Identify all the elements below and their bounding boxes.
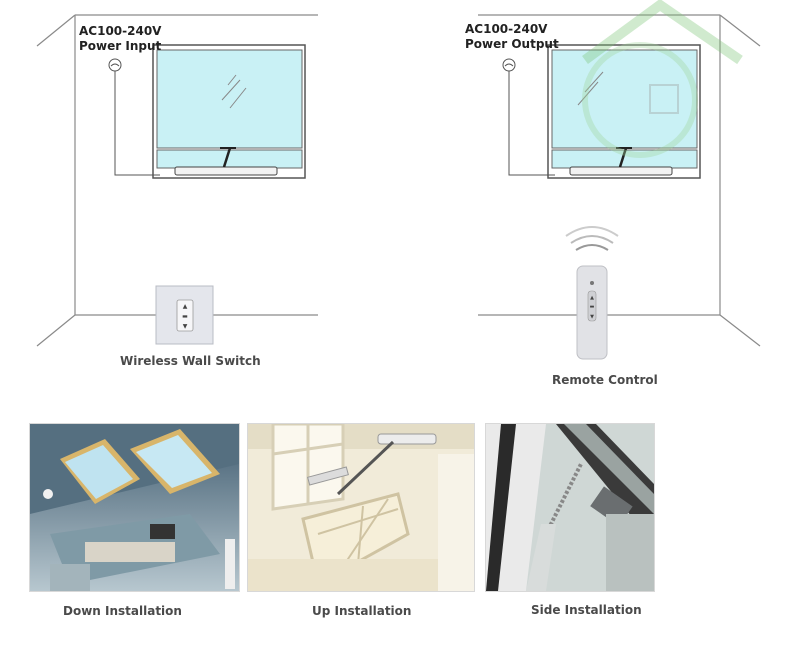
right-power-voltage: AC100-240V xyxy=(465,22,548,36)
right-room xyxy=(478,14,761,347)
left-power-type: Power Input xyxy=(79,39,162,53)
up-installation-label: Up Installation xyxy=(312,604,412,618)
right-window xyxy=(547,44,701,179)
right-power-socket xyxy=(502,58,555,176)
up-installation-photo xyxy=(247,423,475,592)
down-installation-label: Down Installation xyxy=(63,604,182,618)
room-diagrams: ▲ ▬ ▼ ▲ ▬ ▼ xyxy=(36,0,761,360)
svg-text:▬: ▬ xyxy=(182,313,188,320)
svg-text:▼: ▼ xyxy=(183,323,188,330)
right-power-type: Power Output xyxy=(465,37,559,51)
side-installation-photo xyxy=(485,423,655,592)
left-power-voltage: AC100-240V xyxy=(79,24,162,38)
left-power-socket xyxy=(108,58,160,176)
left-window xyxy=(152,44,306,179)
left-power-label: AC100-240V Power Input xyxy=(79,24,161,54)
watermark-logo xyxy=(582,0,743,158)
svg-text:▲: ▲ xyxy=(183,303,188,310)
side-installation-label: Side Installation xyxy=(531,603,642,617)
svg-text:▲: ▲ xyxy=(590,295,594,301)
right-power-label: AC100-240V Power Output xyxy=(465,22,559,52)
wall-switch: ▲ ▬ ▼ xyxy=(155,285,214,345)
remote-control: ▲ ▬ ▼ xyxy=(565,226,619,360)
remote-control-label: Remote Control xyxy=(552,373,658,387)
wall-switch-label: Wireless Wall Switch xyxy=(120,354,261,368)
svg-text:▬: ▬ xyxy=(590,304,595,310)
down-installation-photo xyxy=(29,423,240,592)
svg-text:▼: ▼ xyxy=(590,314,594,320)
